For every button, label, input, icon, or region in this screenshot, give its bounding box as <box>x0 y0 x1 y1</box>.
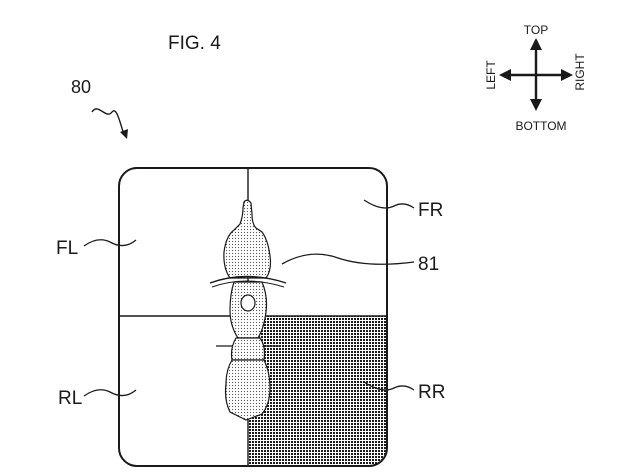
display-panel <box>118 167 388 467</box>
arrow-left-icon <box>499 69 511 81</box>
compass-right-label: RIGHT <box>573 53 587 91</box>
compass-top-label: TOP <box>524 23 548 37</box>
label-fl: FL <box>56 238 78 259</box>
orientation-compass <box>499 38 573 111</box>
vehicle-image <box>209 199 287 421</box>
arrow-right-icon <box>561 69 573 81</box>
region-rr-shaded <box>248 316 387 466</box>
compass-bottom-label: BOTTOM <box>515 119 566 133</box>
compass-left-label: LEFT <box>484 60 498 90</box>
label-fr: FR <box>418 200 443 221</box>
vehicle-reference-numeral: 81 <box>418 254 439 275</box>
arrow-down-icon <box>530 99 542 111</box>
arrow-up-icon <box>530 38 542 50</box>
display-reference-numeral: 80 <box>71 77 91 97</box>
label-rl: RL <box>58 388 82 409</box>
reference-arrow <box>91 108 128 139</box>
leader-lines <box>83 199 415 397</box>
figure-title: FIG. 4 <box>168 33 221 54</box>
label-rr: RR <box>418 382 445 403</box>
